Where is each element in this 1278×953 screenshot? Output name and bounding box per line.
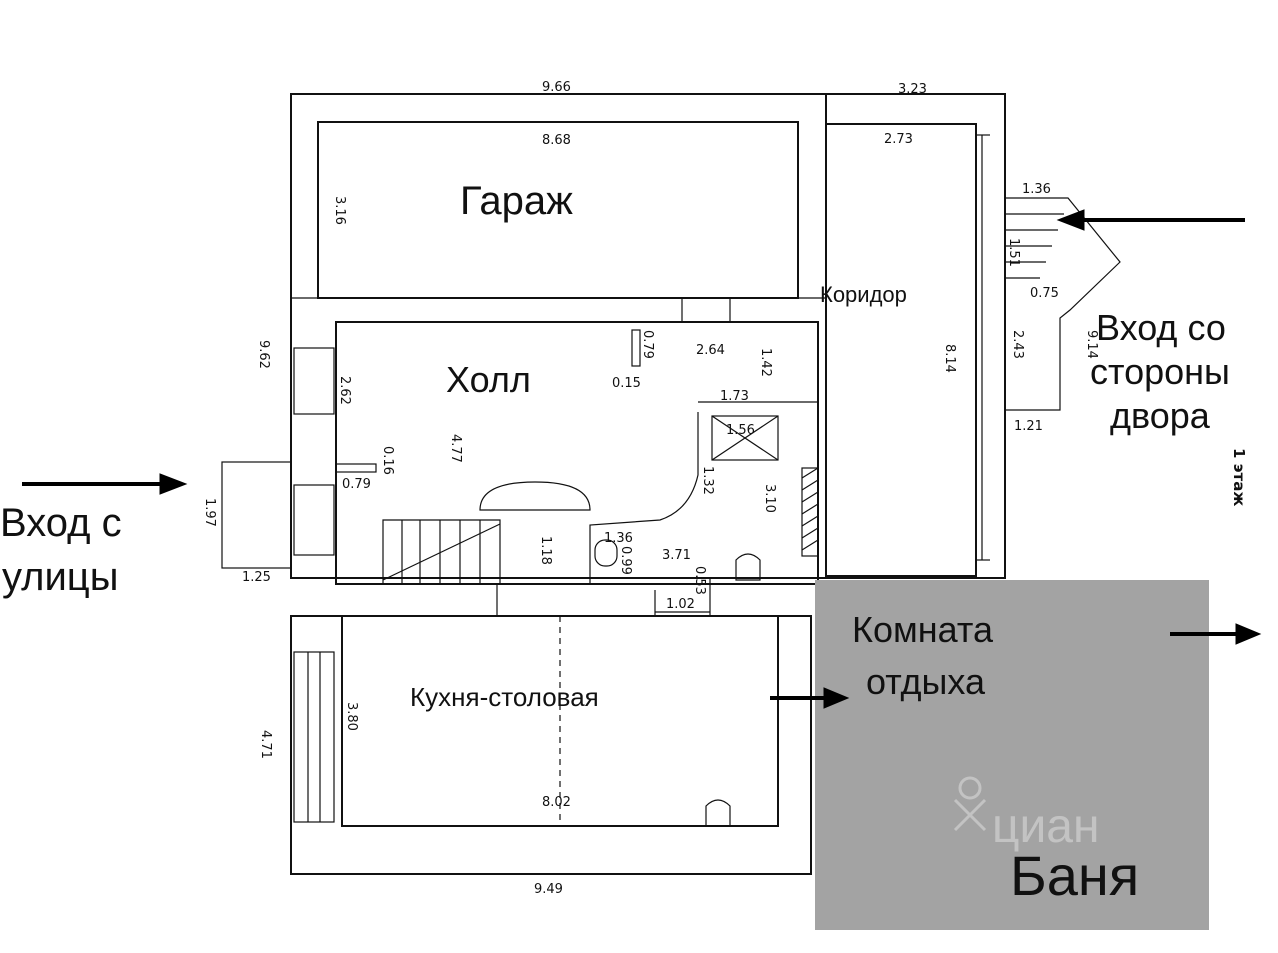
dim-corridor-len: 8.14 — [942, 344, 957, 373]
dim-left-total: 9.62 — [256, 340, 271, 369]
dim-porch-side: 1.51 — [1006, 238, 1021, 267]
dim-shaft: 1.56 — [726, 423, 755, 438]
kitchen-to-rest-arrow-icon — [770, 687, 850, 709]
dim-wc-w: 1.36 — [604, 531, 633, 546]
dim-col-d: 0.15 — [612, 376, 641, 391]
dim-bottom-total: 9.49 — [534, 882, 563, 897]
dim-kitchen-d: 3.80 — [344, 702, 359, 731]
dim-entry-d: 1.25 — [242, 570, 271, 585]
dim-vert-310: 3.10 — [762, 484, 777, 513]
dim-corridor-inner: 2.73 — [884, 132, 913, 147]
dim-top-right: 3.23 — [898, 82, 927, 97]
dim-stair-h: 1.18 — [538, 536, 553, 565]
floor-label: 1 этаж — [1230, 448, 1248, 506]
corridor-label: Коридор — [820, 282, 907, 307]
dim-entry-w: 1.97 — [202, 498, 217, 527]
dim-hall-door: 2.64 — [696, 343, 725, 358]
dim-wc-d: 0.99 — [618, 546, 633, 575]
yard-entry-arrow-icon — [1056, 209, 1245, 231]
dim-right-total: 9.14 — [1084, 330, 1099, 359]
rest-room-label-1: Комната — [852, 609, 994, 650]
dim-hall-a: 2.62 — [337, 376, 352, 405]
dimension-labels: 9.66 3.23 8.68 2.73 3.16 1.36 1.51 0.75 … — [202, 80, 1099, 897]
kitchen-label: Кухня-столовая — [410, 682, 599, 712]
bath-block — [815, 580, 1209, 930]
street-entry-arrow-icon — [22, 473, 188, 495]
dim-yard-depth: 2.43 — [1010, 330, 1025, 359]
dim-kitchen-w: 8.02 — [542, 795, 571, 810]
dim-garage-depth: 3.16 — [332, 196, 347, 225]
kitchen-room — [293, 615, 779, 827]
dim-porch-mid: 0.75 — [1030, 286, 1059, 301]
street-entry-label-1: Вход с — [0, 501, 122, 545]
garage-room — [291, 121, 826, 299]
dim-col-w: 0.79 — [640, 330, 655, 359]
dim-top-left: 9.66 — [542, 80, 571, 95]
dim-garage-inner: 8.68 — [542, 133, 571, 148]
dim-kitchen-outer: 4.71 — [258, 730, 273, 759]
dim-step-w: 1.02 — [666, 597, 695, 612]
svg-text:циан: циан — [992, 800, 1100, 853]
yard-entry-label-2: стороны — [1090, 351, 1230, 392]
yard-entry-label-1: Вход со — [1096, 307, 1226, 348]
dim-stair-run: 1.32 — [700, 466, 715, 495]
dim-porch-top: 1.36 — [1022, 182, 1051, 197]
yard-porch — [1005, 197, 1121, 411]
dim-stair-top: 1.73 — [720, 389, 749, 404]
dim-hall-b: 4.77 — [448, 434, 463, 463]
bath-label: Баня — [1010, 844, 1139, 907]
dim-bath-w: 3.71 — [662, 548, 691, 563]
dim-hall-c: 1.42 — [758, 348, 773, 377]
rest-room-label-2: отдыха — [866, 661, 986, 702]
hall-room — [293, 297, 819, 616]
corridor-room — [825, 123, 990, 577]
hall-label: Холл — [446, 359, 531, 400]
dim-niche-d: 0.16 — [380, 446, 395, 475]
street-entry-label-2: улицы — [2, 555, 118, 599]
street-porch — [221, 461, 292, 569]
yard-entry-label-3: двора — [1110, 395, 1211, 436]
garage-label: Гараж — [460, 179, 573, 223]
watermark-logo: циан — [953, 776, 1100, 853]
dim-porch-bottom: 1.21 — [1014, 419, 1043, 434]
right-exit-arrow-icon — [1170, 623, 1262, 645]
dim-niche-w: 0.79 — [342, 477, 371, 492]
arrows — [22, 209, 1262, 709]
dim-bath-d: 0.53 — [692, 566, 707, 595]
